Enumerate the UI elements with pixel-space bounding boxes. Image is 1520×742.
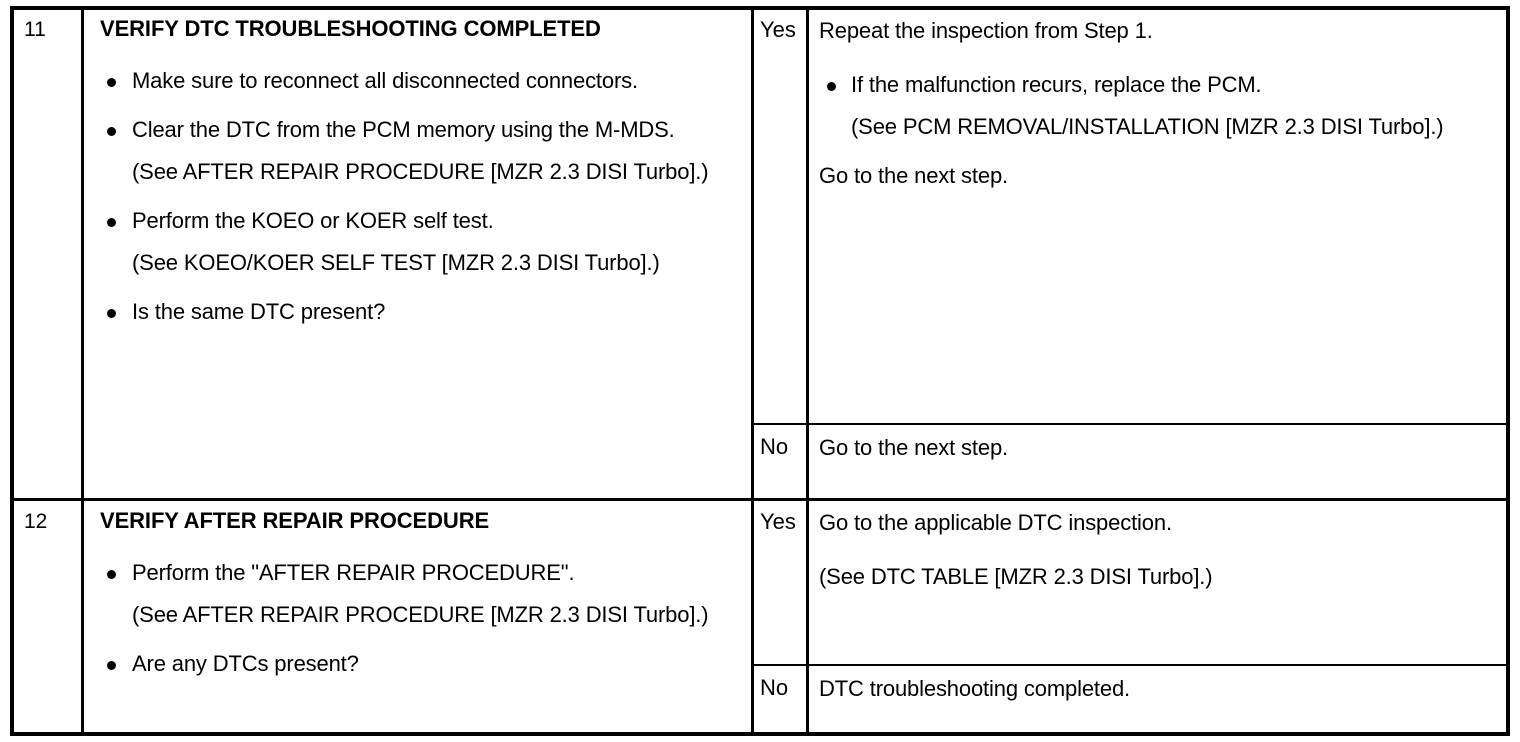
list-item: Perform the KOEO or KOER self test. (See… (100, 207, 739, 277)
spacer (132, 587, 739, 601)
step-12-bullet-1-note: (See AFTER REPAIR PROCEDURE [MZR 2.3 DIS… (132, 602, 709, 628)
row-divider-step11-step12 (14, 498, 1506, 501)
step-11-yes-bullet-list: If the malfunction recurs, replace the P… (819, 71, 1496, 141)
spacer (132, 144, 739, 158)
step-11-yes-bullet-1-text: If the malfunction recurs, replace the P… (851, 71, 1262, 97)
step-12-heading: VERIFY AFTER REPAIR PROCEDURE (100, 508, 490, 533)
spacer (100, 533, 739, 559)
spacer (819, 45, 1496, 71)
spacer (851, 99, 1496, 113)
step-12-bullet-list: Perform the "AFTER REPAIR PROCEDURE". (S… (100, 559, 739, 678)
step-11-no-result-cell: Go to the next step. (809, 427, 1506, 462)
list-item: Make sure to reconnect all disconnected … (100, 67, 739, 95)
step-12-action-cell: VERIFY AFTER REPAIR PROCEDURE Perform th… (84, 502, 751, 678)
spacer (100, 95, 739, 116)
step-11-bullet-2-note: (See AFTER REPAIR PROCEDURE [MZR 2.3 DIS… (132, 159, 709, 185)
row-divider-step11-no (751, 423, 1506, 425)
step-11-bullet-3-note: (See KOEO/KOER SELF TEST [MZR 2.3 DISI T… (132, 249, 660, 275)
step-number-12: 12 (24, 510, 48, 533)
dtc-troubleshooting-table: 11 VERIFY DTC TROUBLESHOOTING COMPLETED … (10, 6, 1510, 736)
spacer (819, 537, 1496, 563)
spacer (819, 141, 1496, 162)
step-number-11: 11 (24, 18, 46, 41)
step-11-yes-tail: Go to the next step. (819, 162, 1009, 188)
step-11-yes-bullet-1-note: (See PCM REMOVAL/INSTALLATION [MZR 2.3 D… (851, 113, 1444, 139)
step-11-yes-lead: Repeat the inspection from Step 1. (819, 18, 1153, 43)
spacer (100, 41, 739, 67)
list-item: Perform the "AFTER REPAIR PROCEDURE". (S… (100, 559, 739, 629)
spacer (100, 277, 739, 298)
list-item: Clear the DTC from the PCM memory using … (100, 116, 739, 186)
step-12-yes-label: Yes (760, 509, 796, 534)
column-divider-answer-result (806, 10, 809, 732)
step-12-yes-lead: Go to the applicable DTC inspection. (819, 510, 1172, 535)
column-divider-step-action (81, 10, 84, 732)
step-11-yes-result-cell: Repeat the inspection from Step 1. If th… (809, 10, 1506, 190)
step-11-bullet-4-text: Is the same DTC present? (132, 298, 386, 324)
step-12-no-label: No (760, 675, 789, 700)
spacer (100, 186, 739, 207)
step-11-yes-label: Yes (760, 17, 796, 42)
step-12-bullet-1-text: Perform the "AFTER REPAIR PROCEDURE". (132, 560, 575, 586)
step-12-yes-note: (See DTC TABLE [MZR 2.3 DISI Turbo].) (819, 563, 1213, 589)
step-11-no-label: No (760, 434, 789, 459)
column-divider-action-answer (751, 10, 754, 732)
step-11-no-lead: Go to the next step. (819, 435, 1009, 460)
row-divider-step12-no (751, 664, 1506, 666)
step-11-bullet-3-text: Perform the KOEO or KOER self test. (132, 208, 494, 233)
step-12-yes-result-cell: Go to the applicable DTC inspection. (Se… (809, 502, 1506, 591)
spacer (132, 235, 739, 249)
list-item: Is the same DTC present? (100, 298, 739, 326)
step-12-no-result-cell: DTC troubleshooting completed. (809, 668, 1506, 703)
step-12-bullet-2-text: Are any DTCs present? (132, 651, 359, 677)
list-item: Are any DTCs present? (100, 650, 739, 678)
list-item: If the malfunction recurs, replace the P… (819, 71, 1496, 141)
step-11-heading: VERIFY DTC TROUBLESHOOTING COMPLETED (100, 16, 601, 41)
step-11-bullet-list: Make sure to reconnect all disconnected … (100, 67, 739, 326)
step-11-bullet-1-text: Make sure to reconnect all disconnected … (132, 68, 638, 94)
spacer (100, 629, 739, 650)
step-12-no-lead: DTC troubleshooting completed. (819, 676, 1130, 701)
step-11-bullet-2-text: Clear the DTC from the PCM memory using … (132, 117, 675, 143)
step-11-action-cell: VERIFY DTC TROUBLESHOOTING COMPLETED Mak… (84, 10, 751, 326)
